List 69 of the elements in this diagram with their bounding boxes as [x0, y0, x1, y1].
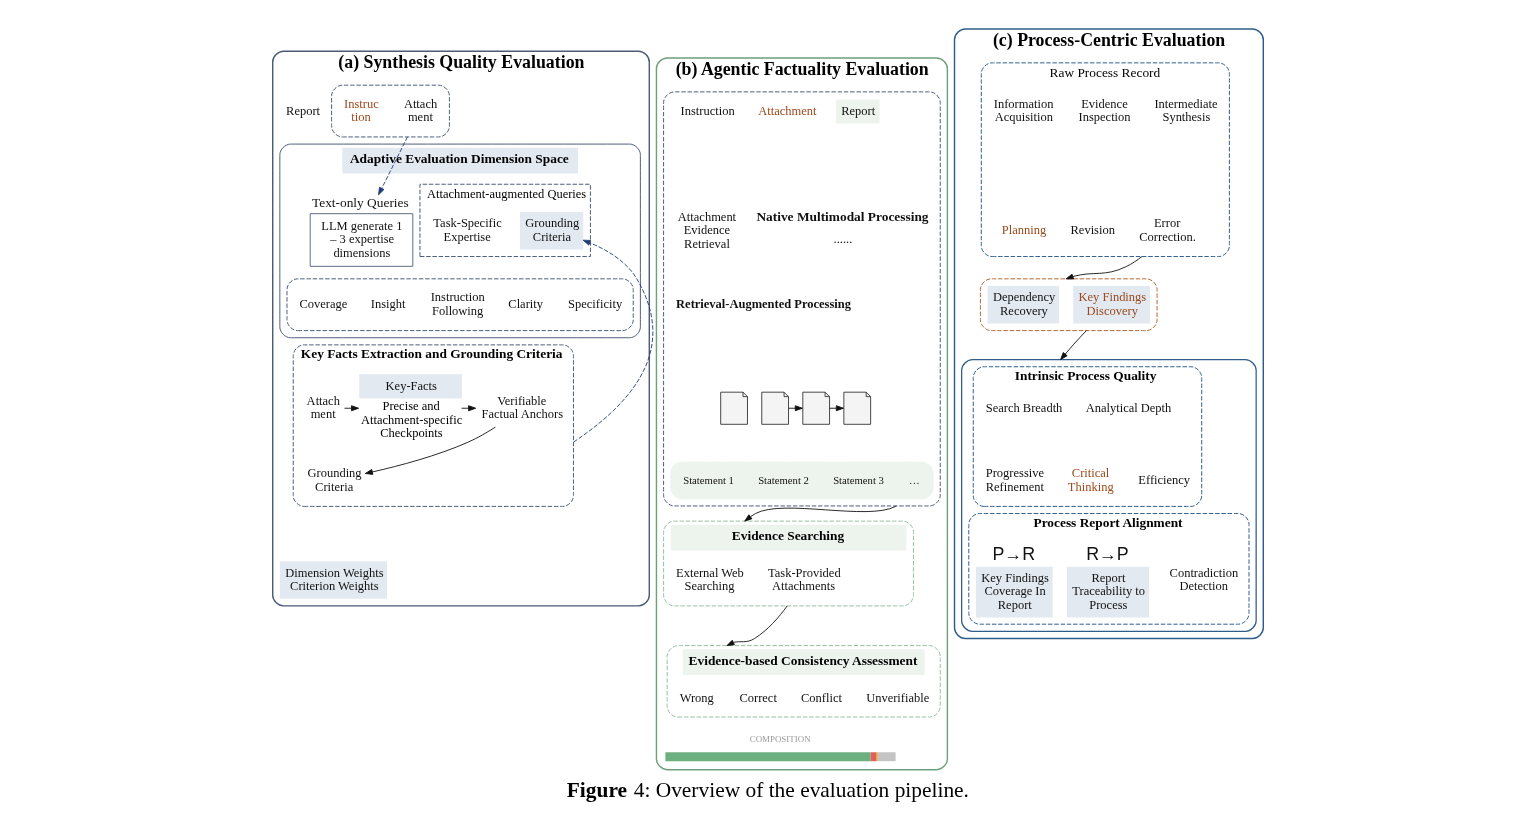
node-text: Coverage [299, 297, 348, 312]
arrow [344, 405, 360, 412]
node-text: Attach ment [306, 393, 340, 422]
node-text: Efficiency [1138, 473, 1191, 488]
node-text: Grounding Criteria [307, 466, 362, 494]
node-text: Insight [370, 297, 406, 312]
node-label: R→P [1086, 543, 1129, 564]
node-text: Analytical Depth [1085, 400, 1172, 415]
node-box: Key Findings Coverage In Report [975, 566, 1053, 618]
node-text: Search Breadth [985, 400, 1063, 415]
cluster [286, 278, 634, 332]
cluster [979, 278, 1158, 332]
node-text: Conflict [801, 690, 842, 705]
caption: Figure 4: Overview of the evaluation pipeline. [566, 777, 969, 802]
node-text: Unverifiable [866, 690, 930, 705]
node-box: Grounding Criteria [519, 211, 584, 250]
node-text: Statement 1 [683, 473, 734, 486]
node-box: Dependency Recovery [987, 286, 1059, 324]
arrow [744, 505, 897, 522]
arrow [573, 239, 654, 443]
node-text: Correct [739, 690, 777, 705]
node-text: Attach ment [403, 96, 438, 125]
node-box: Dimension Weights Criterion Weights [279, 561, 387, 599]
arrow [364, 426, 496, 475]
node-text: Specificity [568, 297, 623, 312]
node-text: Evidence Inspection [1078, 96, 1131, 125]
arrow [378, 136, 408, 196]
node-text: Clarity [508, 297, 543, 312]
arrow [726, 605, 788, 647]
arrow [829, 405, 844, 412]
node-text: Verifiable Factual Anchors [481, 393, 564, 422]
cluster [961, 358, 1257, 632]
node-text: Attachment [758, 103, 817, 118]
cluster [331, 84, 450, 138]
node-text: Attachment Evidence Retrieval [677, 210, 737, 251]
node-label: Precise and Attachment-specific Checkpoints [361, 399, 463, 440]
arrow [1065, 256, 1143, 280]
arrow [788, 405, 803, 412]
node-text: … [909, 473, 920, 486]
node-box: Key Findings Discovery [1073, 286, 1150, 324]
node-text: Task-Specific Expertise [433, 216, 502, 244]
node-label: COMPOSITION [749, 734, 811, 745]
node-text: Instruc tion [344, 96, 379, 125]
node-text: Statement 2 [758, 473, 809, 486]
node-text: Instruction [680, 103, 735, 118]
node-text: Native Multimodal Processing ...... [756, 208, 929, 247]
node-text: Instruction Following [430, 290, 485, 318]
arrow [1060, 330, 1087, 361]
node-text: Information Acquisition [993, 96, 1054, 125]
arrow [461, 405, 477, 412]
node-text: Wrong [679, 690, 714, 705]
node-label: Text-only Queries [311, 195, 409, 211]
cluster [663, 91, 941, 507]
node-text: Error Correction. [1139, 216, 1196, 244]
node-box: Report Traceability to Process [1066, 566, 1150, 618]
node-text: External Web Searching [676, 565, 744, 594]
node-box: LLM generate 1 – 3 expertise dimensions [309, 213, 414, 267]
node-text: Report [286, 103, 321, 118]
node-text: Retrieval-Augmented Processing [676, 296, 851, 311]
node-text: Progressive Refinement [985, 466, 1045, 494]
node-text: Task-Provided Attachments [768, 565, 841, 594]
node-box: Key-Facts [359, 374, 462, 399]
node-text: Critical Thinking [1067, 466, 1114, 494]
node-label: P→R [992, 543, 1036, 564]
node-text: Intermediate Synthesis [1154, 96, 1218, 125]
node-text: Statement 3 [833, 473, 884, 486]
node-text: Contradiction Detection [1169, 565, 1239, 594]
node-text: Planning [1001, 223, 1047, 238]
node-text: Revision [1070, 223, 1115, 238]
